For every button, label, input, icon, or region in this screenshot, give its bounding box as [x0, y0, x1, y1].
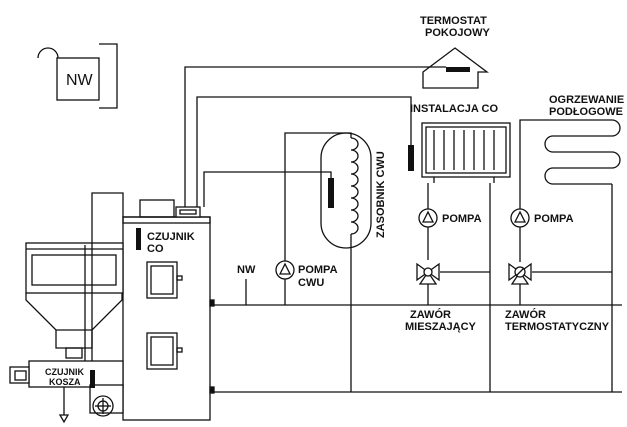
boiler-icon [122, 199, 215, 421]
mixing-valve-label-line2: MIESZAJĄCY [405, 321, 477, 333]
hopper-sensor [90, 370, 95, 388]
cwu-supply-line [203, 171, 332, 207]
czujnik-co-label-line1: CZUJNIK [147, 231, 195, 243]
ogrzewanie-label-line2: PODŁOGOWE [549, 106, 623, 118]
hopper-sensor-wire [91, 192, 124, 375]
co-sensor-wire [196, 96, 412, 207]
czujnik-kosza-label-line2: KOSZA [49, 377, 81, 387]
pompa-co-label: POMPA [442, 213, 482, 225]
thermostatic-valve-label-line1: ZAWÓR [505, 308, 546, 321]
hot-water-tank-icon [320, 132, 372, 249]
ogrzewanie-label-line1: OGRZEWANIE [549, 94, 624, 106]
expansion-vessel-nw [37, 43, 118, 109]
nw-box-label: NW [66, 72, 94, 89]
thermostat-label-line2: POKOJOWY [425, 27, 490, 39]
mixing-valve-label-line1: ZAWÓR [410, 308, 451, 321]
co-installation-sensor [408, 145, 414, 171]
thermostat-label-line1: TERMOSTAT [420, 15, 487, 27]
radiator-icon [421, 122, 511, 183]
instalacja-co-label: INSTALACJA CO [410, 103, 498, 115]
czujnik-co-label-line2: CO [147, 243, 164, 255]
thermostat-wire [184, 66, 446, 207]
thermostatic-valve-label-line2: TERMOSTATYCZNY [505, 321, 610, 333]
fuel-hopper-icon [25, 242, 124, 359]
pompa-cwu-label-line1: POMPA [298, 264, 338, 276]
floor-heating-coil [519, 119, 621, 230]
thermostatic-valve-icon [508, 262, 532, 285]
pompa-cwu-label-line2: CWU [298, 277, 324, 289]
feeder-auger-icon [9, 360, 124, 424]
co-sensor [136, 228, 141, 250]
mixing-valve-icon [416, 262, 440, 285]
cwu-pump-line [284, 132, 352, 305]
pompa-floor-label: POMPA [534, 213, 574, 225]
room-thermostat-icon [422, 47, 489, 89]
czujnik-kosza-label-line1: CZUJNIK [45, 367, 85, 377]
nw-pipe-label: NW [237, 264, 256, 276]
zasobnik-cwu-label: ZASOBNIK CWU [375, 151, 387, 238]
